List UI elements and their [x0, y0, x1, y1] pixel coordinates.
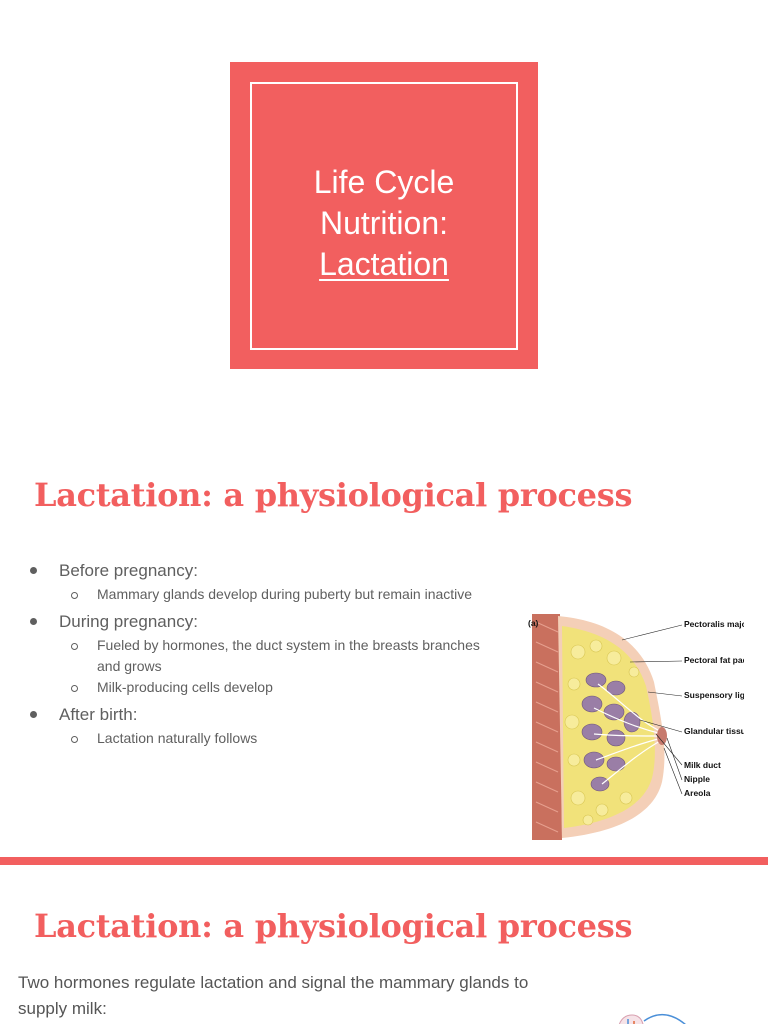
title-line-2: Nutrition:	[319, 205, 449, 241]
sub-bullet-text: Fueled by hormones, the duct system in t…	[97, 637, 480, 674]
sub-bullet-text: Lactation naturally follows	[97, 730, 258, 746]
label-nipple: Nipple	[684, 774, 710, 784]
sub-bullet-text: Mammary glands develop during puberty bu…	[97, 586, 473, 602]
bullet-item: Before pregnancy: Mammary glands develop…	[30, 560, 480, 605]
title-line-1: Life Cycle	[313, 164, 455, 200]
bullet-list: Before pregnancy: Mammary glands develop…	[30, 560, 480, 749]
bullet-dot-icon	[30, 711, 37, 718]
hollow-bullet-icon	[71, 592, 78, 599]
title-frame: Life Cycle Nutrition: Lactation	[250, 82, 518, 350]
hormone-diagram-icon	[618, 1013, 686, 1024]
slide-heading: Lactation: a physiological process	[34, 907, 633, 945]
label-suspensory: Suspensory ligaments	[684, 690, 744, 700]
sub-bullet-item: Milk-producing cells develop	[59, 677, 480, 698]
bullet-text: After birth:	[59, 705, 138, 724]
slide-paragraph: Two hormones regulate lactation and sign…	[18, 973, 529, 1018]
label-areola: Areola	[684, 788, 711, 798]
sub-bullet-item: Mammary glands develop during puberty bu…	[59, 584, 480, 605]
sub-bullet-text: Milk-producing cells develop	[97, 679, 273, 695]
title-box: Life Cycle Nutrition: Lactation	[230, 62, 538, 369]
sub-bullet-item: Fueled by hormones, the duct system in t…	[59, 635, 480, 677]
content-slide-1: Lactation: a physiological process Befor…	[0, 420, 768, 857]
label-fat-pad: Pectoral fat pad	[684, 655, 744, 665]
content-slide-2: Lactation: a physiological process Two h…	[0, 865, 768, 1024]
bullet-item: After birth: Lactation naturally follows	[30, 704, 480, 749]
deck-title: Life Cycle Nutrition: Lactation	[252, 162, 516, 285]
figure-panel-label: (a)	[528, 618, 539, 628]
bullet-dot-icon	[30, 567, 37, 574]
bullet-text: During pregnancy:	[59, 612, 198, 631]
hollow-bullet-icon	[71, 736, 78, 743]
bullet-dot-icon	[30, 618, 37, 625]
slide-divider	[0, 857, 768, 865]
label-glandular: Glandular tissue	[684, 726, 744, 736]
bullet-text: Before pregnancy:	[59, 561, 198, 580]
breast-anatomy-figure: (a) Pectoralis major muscle Pectoral fat…	[522, 592, 744, 842]
slide-heading: Lactation: a physiological process	[34, 476, 633, 514]
title-line-3: Lactation	[319, 246, 449, 282]
bullet-item: During pregnancy: Fueled by hormones, th…	[30, 611, 480, 698]
hollow-bullet-icon	[71, 643, 78, 650]
sub-bullet-item: Lactation naturally follows	[59, 728, 480, 749]
title-slide: Life Cycle Nutrition: Lactation	[0, 0, 768, 420]
label-pectoralis: Pectoralis major muscle	[684, 619, 744, 629]
hollow-bullet-icon	[71, 685, 78, 692]
label-milk-duct: Milk duct	[684, 760, 721, 770]
